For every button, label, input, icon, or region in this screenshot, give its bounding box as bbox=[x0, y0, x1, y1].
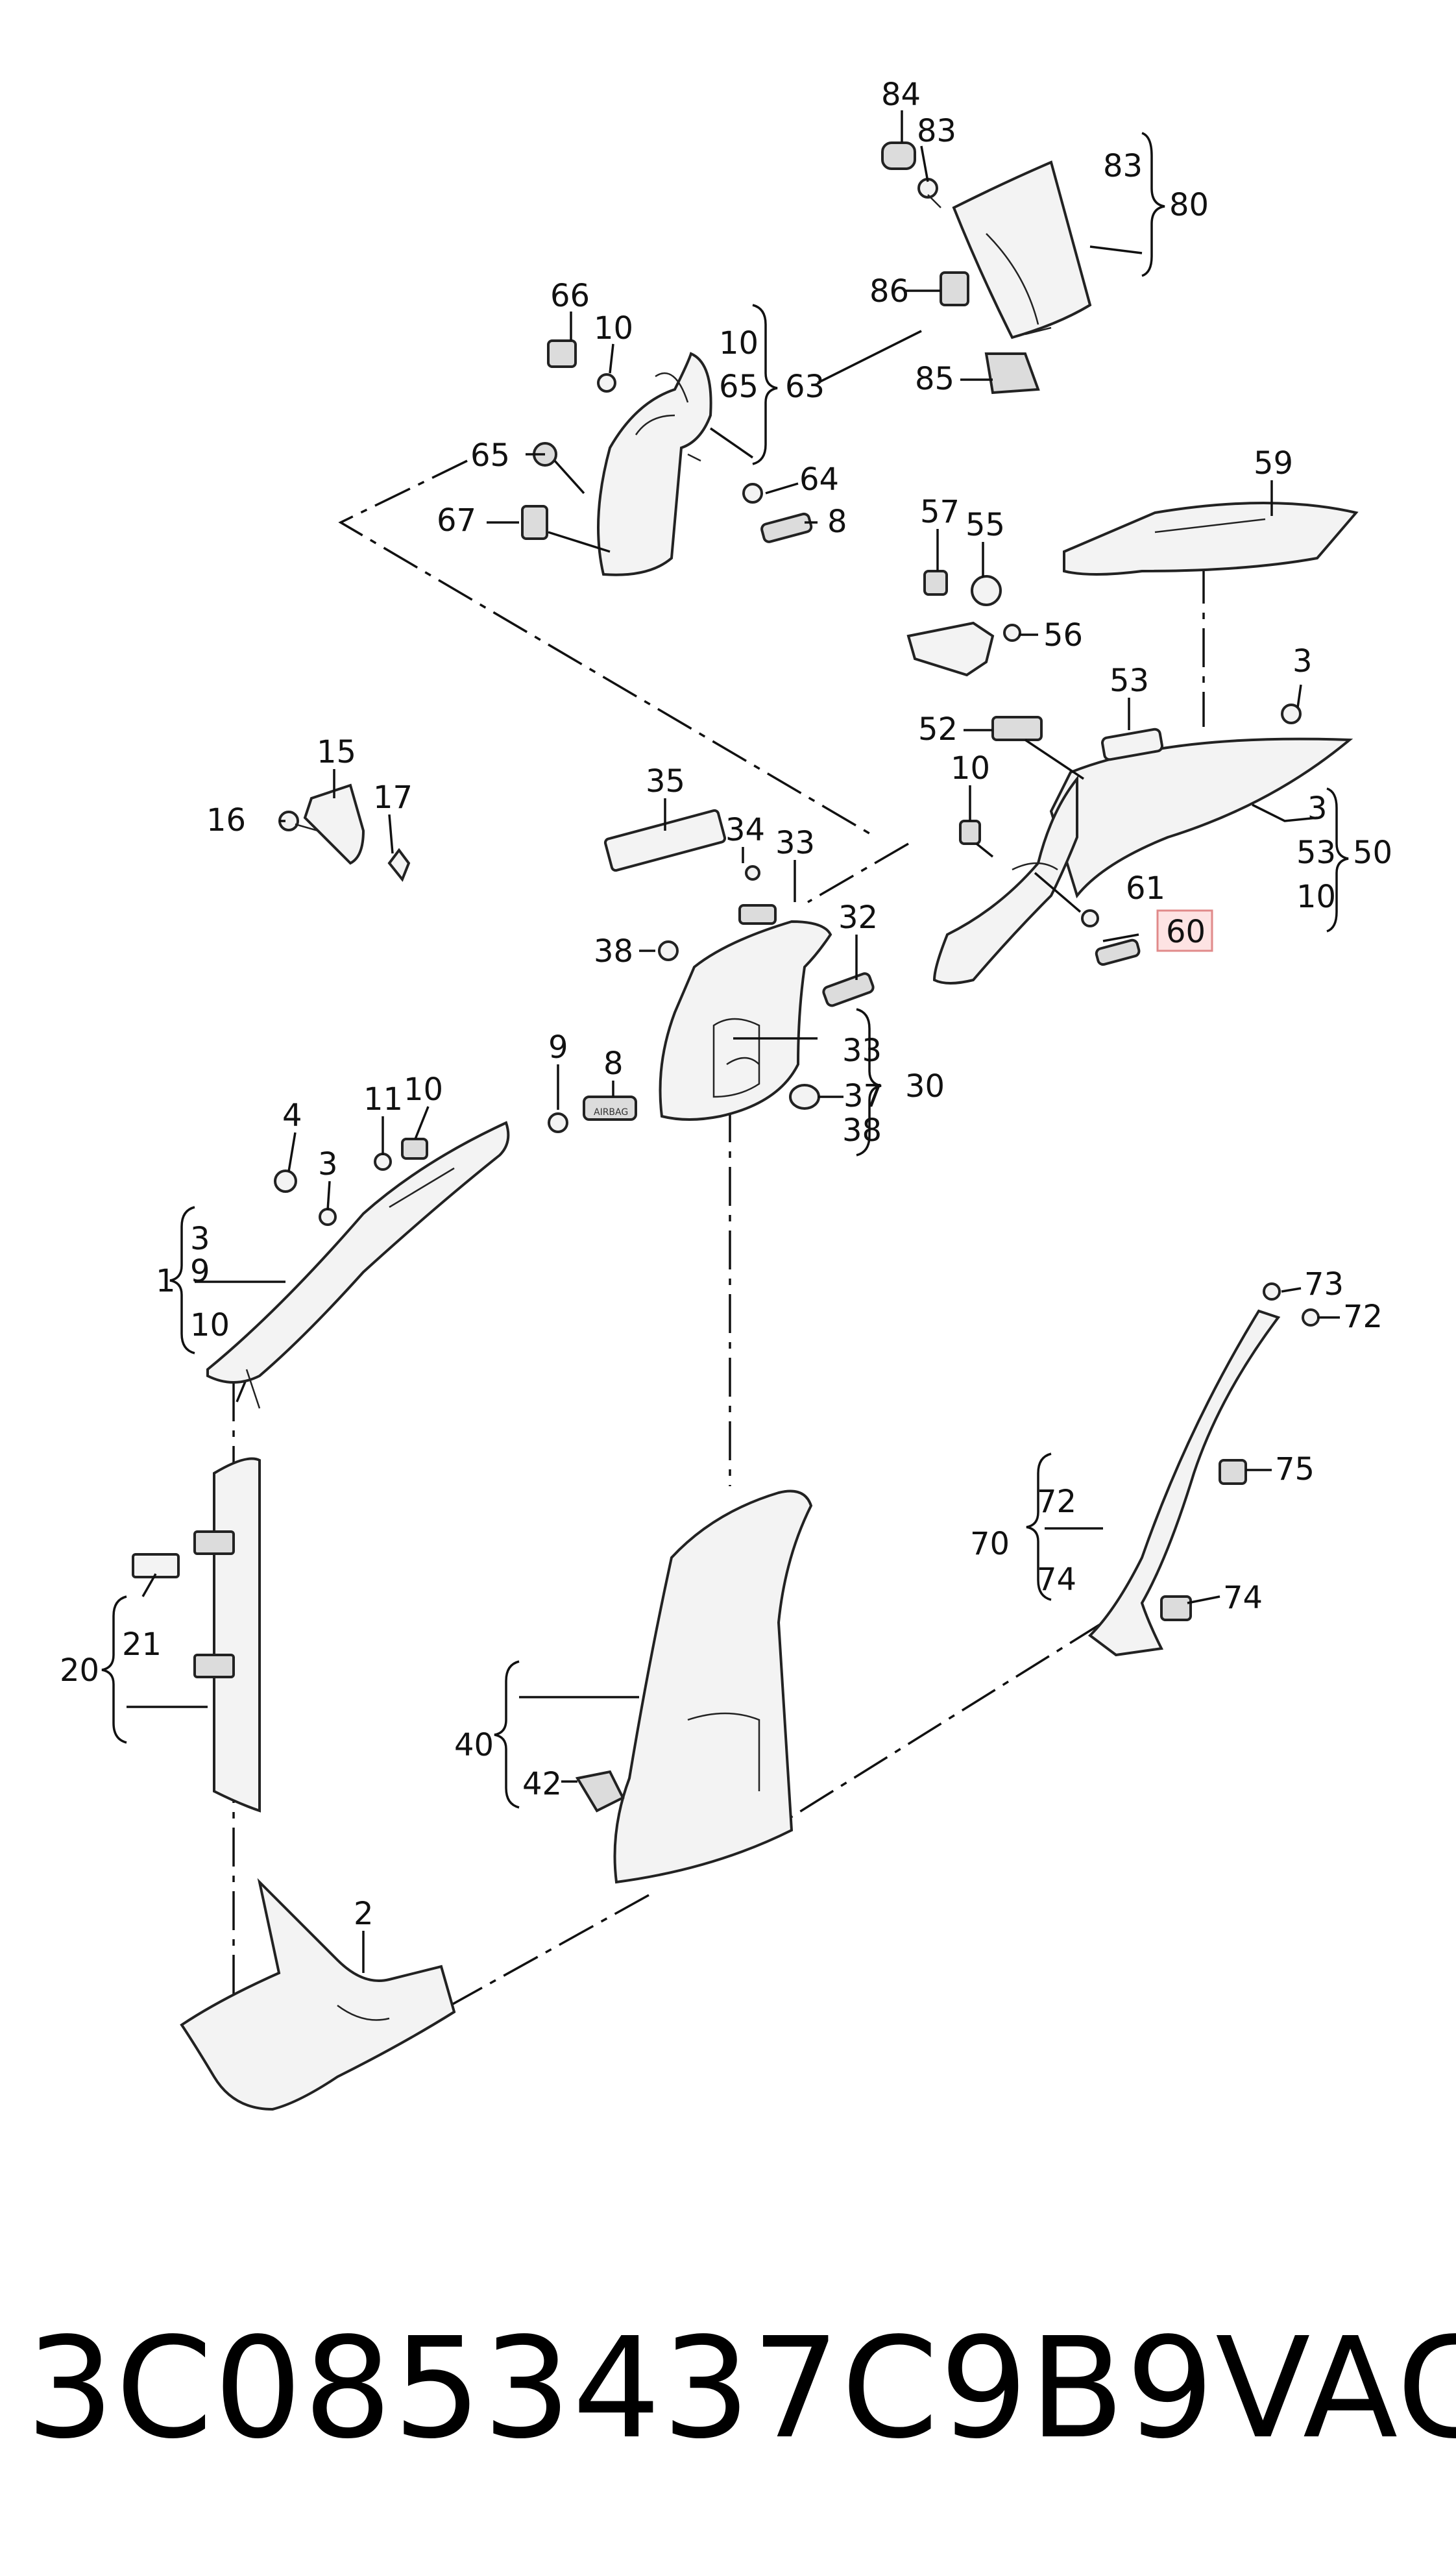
part-50-trim bbox=[932, 704, 1353, 985]
callout-30: 30 bbox=[905, 1068, 945, 1105]
callout-38: 38 bbox=[594, 933, 633, 970]
callout-10: 10 bbox=[190, 1307, 230, 1343]
callout-57: 57 bbox=[920, 494, 960, 530]
callout-3: 3 bbox=[1292, 643, 1313, 680]
callout-37: 37 bbox=[843, 1078, 883, 1114]
callout-86: 86 bbox=[869, 273, 909, 310]
highlight-box-60 bbox=[1156, 909, 1213, 952]
callout-75: 75 bbox=[1275, 1451, 1315, 1488]
part-2-sill bbox=[180, 1878, 456, 2111]
callout-83: 83 bbox=[917, 113, 956, 149]
callout-4: 4 bbox=[282, 1097, 302, 1134]
callout-33: 33 bbox=[775, 825, 815, 861]
callout-53: 53 bbox=[1110, 663, 1149, 699]
brand-name: VAG bbox=[1215, 2307, 1456, 2469]
callout-15: 15 bbox=[317, 734, 356, 770]
callout-80: 80 bbox=[1169, 187, 1209, 223]
callout-55: 55 bbox=[965, 507, 1005, 543]
callout-64: 64 bbox=[799, 461, 839, 498]
callout-52: 52 bbox=[918, 711, 958, 748]
callout-42: 42 bbox=[522, 1766, 562, 1802]
callout-38: 38 bbox=[842, 1112, 882, 1149]
callout-8: 8 bbox=[603, 1046, 624, 1082]
callout-59: 59 bbox=[1254, 445, 1293, 482]
callout-85: 85 bbox=[915, 361, 954, 397]
callout-1: 1 bbox=[156, 1263, 176, 1299]
part-40-b-pillar bbox=[575, 1489, 813, 1884]
callout-65: 65 bbox=[470, 437, 510, 474]
footer: 3C0853437C9B9 VAG bbox=[26, 2307, 1456, 2469]
callout-10: 10 bbox=[404, 1072, 443, 1108]
callout-3: 3 bbox=[1307, 790, 1328, 827]
callout-61: 61 bbox=[1126, 870, 1165, 907]
callout-50: 50 bbox=[1353, 835, 1392, 871]
part-number: 3C0853437C9B9 bbox=[26, 2307, 1216, 2469]
callout-3: 3 bbox=[190, 1221, 210, 1257]
callout-16: 16 bbox=[206, 802, 246, 839]
callout-21: 21 bbox=[122, 1626, 162, 1663]
callout-72: 72 bbox=[1037, 1484, 1076, 1520]
callout-32: 32 bbox=[838, 900, 878, 936]
callout-40: 40 bbox=[454, 1727, 494, 1763]
part-70-c-pillar bbox=[1087, 1282, 1320, 1657]
callout-70: 70 bbox=[970, 1526, 1010, 1562]
callout-8: 8 bbox=[827, 504, 847, 540]
part-20-trim bbox=[132, 1457, 261, 1813]
part-30-pillar bbox=[603, 809, 875, 1121]
part-86-clip bbox=[940, 271, 969, 306]
part-84-cap bbox=[881, 141, 941, 208]
part-55-bracket bbox=[906, 570, 1021, 677]
callout-labels: 84 83 83 80 86 85 66 10 10 65 63 65 64 6… bbox=[60, 77, 1392, 1932]
callout-9: 9 bbox=[190, 1253, 210, 1290]
callout-3: 3 bbox=[318, 1146, 338, 1182]
callout-66: 66 bbox=[550, 278, 590, 314]
part-1-a-pillar bbox=[206, 1096, 637, 1409]
callout-74: 74 bbox=[1037, 1562, 1076, 1598]
callout-60[interactable]: 60 bbox=[1166, 914, 1206, 950]
part-63-pillar bbox=[597, 352, 712, 576]
callout-65: 65 bbox=[719, 369, 758, 405]
part-80-trim bbox=[952, 160, 1092, 339]
callout-33: 33 bbox=[842, 1033, 882, 1069]
callout-35: 35 bbox=[646, 763, 685, 800]
callout-53: 53 bbox=[1296, 835, 1336, 871]
airbag-labels: AIRBAG bbox=[594, 1107, 628, 1118]
callout-56: 56 bbox=[1043, 617, 1083, 654]
callout-72: 72 bbox=[1343, 1299, 1383, 1335]
callout-10: 10 bbox=[1296, 879, 1336, 915]
callout-9: 9 bbox=[548, 1029, 568, 1066]
callout-10: 10 bbox=[951, 750, 990, 787]
airbag-label: AIRBAG bbox=[594, 1107, 628, 1118]
callout-10: 10 bbox=[594, 310, 633, 347]
callout-63: 63 bbox=[785, 369, 825, 405]
callout-83: 83 bbox=[1103, 148, 1143, 184]
part-85-clip bbox=[984, 352, 1040, 395]
leader-lines bbox=[101, 110, 1349, 1973]
callout-73: 73 bbox=[1304, 1266, 1344, 1303]
callout-2: 2 bbox=[354, 1896, 374, 1932]
callout-20: 20 bbox=[60, 1652, 99, 1689]
callout-17: 17 bbox=[373, 779, 413, 816]
part-15-bracket bbox=[278, 783, 411, 882]
callout-11: 11 bbox=[363, 1081, 403, 1118]
callout-84: 84 bbox=[881, 77, 921, 113]
callout-34: 34 bbox=[725, 812, 765, 848]
callout-67: 67 bbox=[437, 502, 476, 539]
part-59-trim bbox=[1063, 502, 1359, 576]
callout-74: 74 bbox=[1223, 1580, 1263, 1616]
callout-10: 10 bbox=[719, 325, 758, 361]
